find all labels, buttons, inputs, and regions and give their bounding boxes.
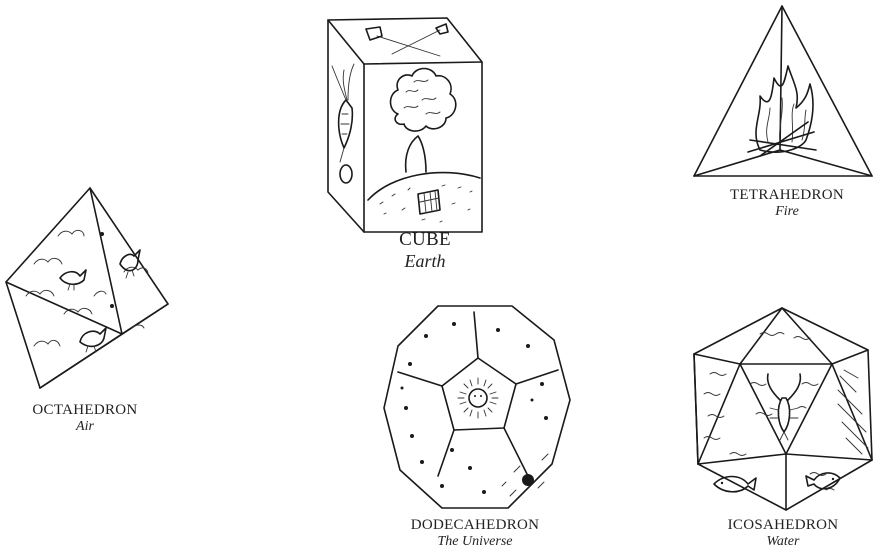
sun-icon (458, 378, 498, 418)
solid-name: OCTAHEDRON (20, 402, 150, 419)
tetrahedron-illustration (690, 0, 874, 180)
icosahedron-caption: ICOSAHEDRON Water (708, 517, 858, 550)
tree-icon (391, 69, 456, 173)
element-name: The Universe (395, 534, 555, 550)
solid-name: TETRAHEDRON (712, 187, 862, 204)
crayfish-icon (768, 374, 801, 440)
bird-icon (120, 250, 140, 278)
hoe-icon (366, 27, 440, 56)
element-name: Fire (712, 204, 862, 220)
dodecahedron-caption: DODECAHEDRON The Universe (395, 517, 555, 550)
star-icon (401, 322, 549, 494)
tetrahedron-caption: TETRAHEDRON Fire (712, 187, 862, 220)
icosahedron-illustration (690, 304, 876, 514)
octahedron-illustration (4, 186, 170, 394)
solid-name: DODECAHEDRON (395, 517, 555, 534)
cube-illustration (322, 14, 487, 236)
cube-caption: CUBE Earth (380, 229, 470, 272)
solid-name: CUBE (380, 229, 470, 251)
radish-icon (332, 64, 354, 162)
element-name: Air (20, 419, 150, 435)
element-name: Earth (380, 251, 470, 272)
bird-icon (80, 328, 106, 352)
solid-name: ICOSAHEDRON (708, 517, 858, 534)
fire-icon (748, 66, 816, 156)
dodecahedron-illustration (382, 300, 572, 512)
element-name: Water (708, 534, 858, 550)
wall-icon (418, 190, 440, 214)
stone-icon (340, 165, 352, 183)
octahedron-caption: OCTAHEDRON Air (20, 402, 150, 435)
bird-icon (60, 270, 86, 290)
